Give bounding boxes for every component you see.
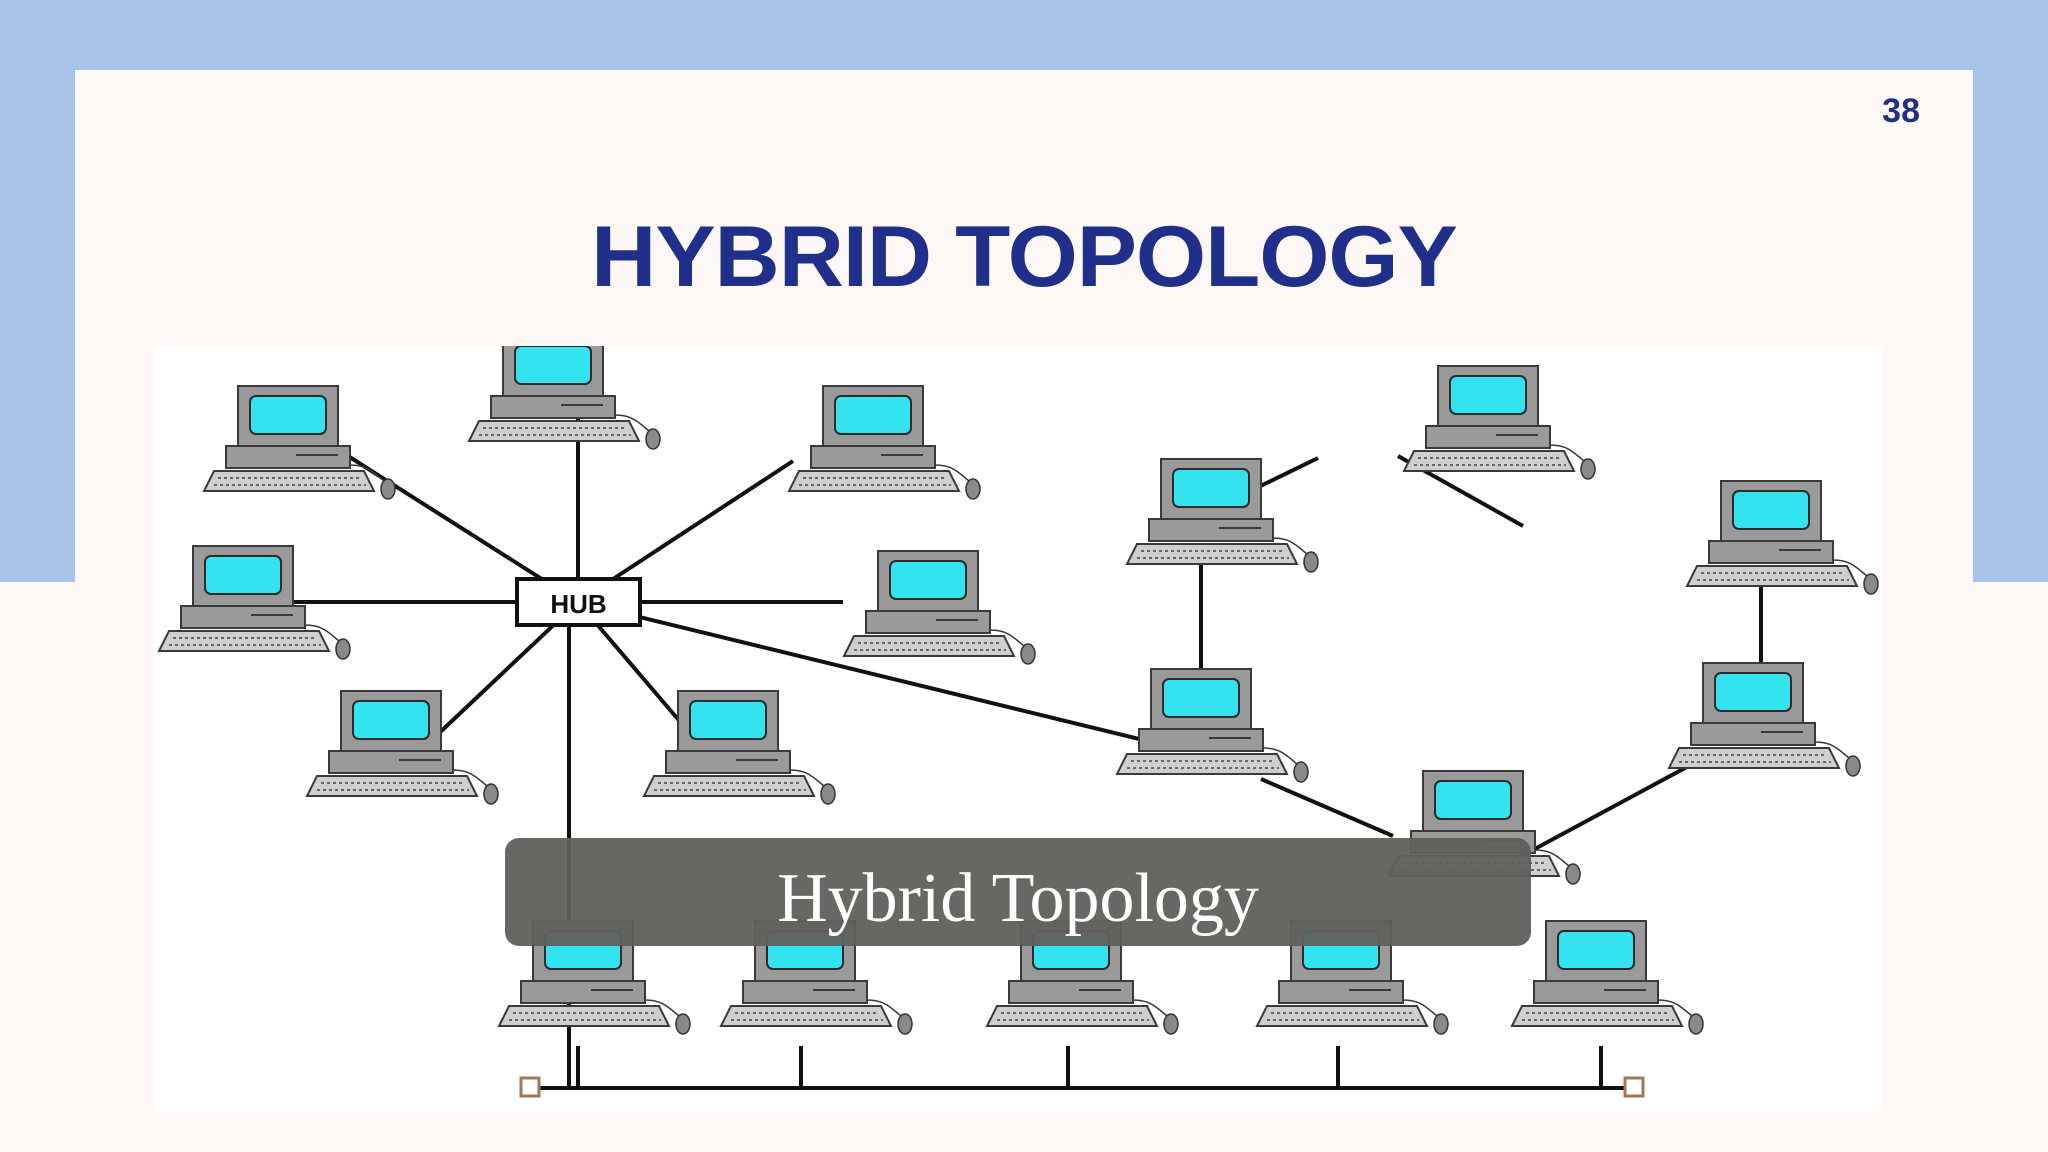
computer-ring-upper-left: [1126, 458, 1319, 573]
hub-node: HUB: [515, 577, 642, 627]
computer-star-bottom-left: [306, 690, 499, 805]
page-number: 38: [1882, 92, 1920, 130]
topology-diagram: HUB Hybrid Topology: [153, 346, 1883, 1112]
caption-text: Hybrid Topology: [777, 860, 1259, 937]
computer-star-top-left: [203, 385, 396, 500]
computer-bus-5: [1511, 920, 1704, 1035]
computer-ring-lower-right: [1668, 662, 1861, 777]
computer-ring-upper-right: [1686, 480, 1879, 595]
hub-label: HUB: [550, 589, 606, 619]
bus-terminator-right: [1623, 1076, 1645, 1098]
slide-title: HYBRID TOPOLOGY: [591, 209, 1458, 305]
bus-terminator-left: [519, 1076, 541, 1098]
computer-star-bottom-right: [643, 690, 836, 805]
computer-star-top-right: [788, 385, 981, 500]
caption-banner: Hybrid Topology: [505, 838, 1531, 946]
topology-svg: HUB Hybrid Topology: [158, 346, 1879, 1098]
computer-ring-lower-left: [1116, 668, 1309, 783]
computer-ring-top: [1403, 365, 1596, 480]
computer-star-top: [468, 346, 661, 450]
computer-star-right: [843, 550, 1036, 665]
